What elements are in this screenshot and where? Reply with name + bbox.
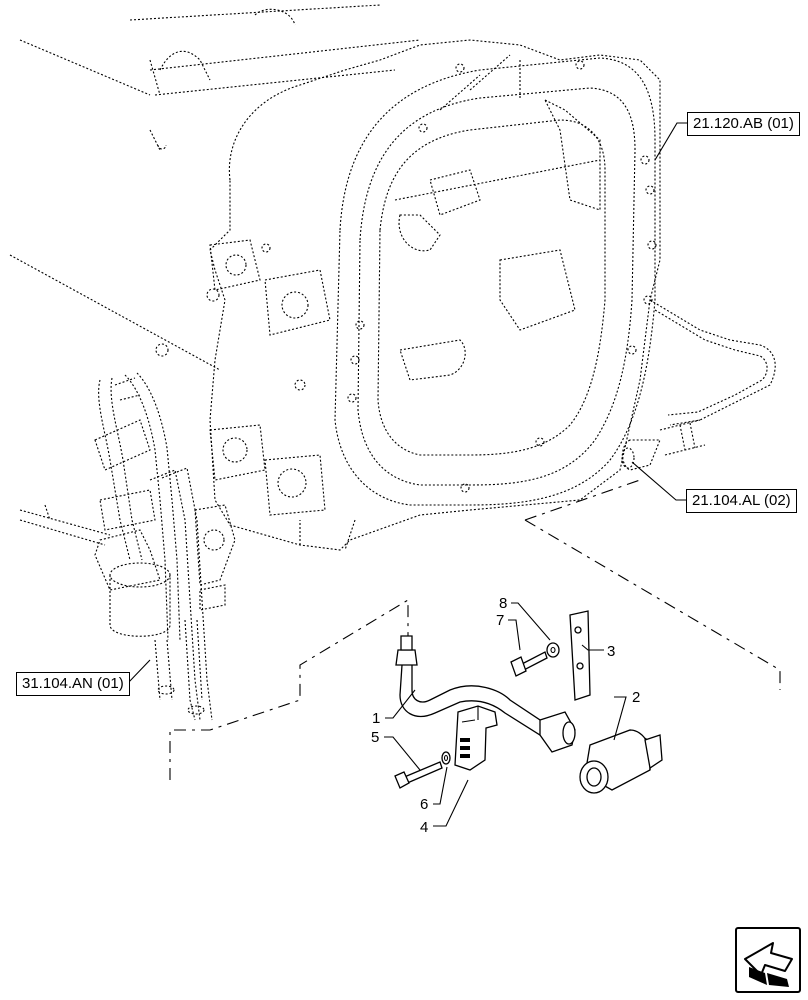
- part-3-plate[interactable]: [569, 610, 591, 701]
- callout-2: 2: [632, 689, 640, 706]
- reference-21-104-al[interactable]: 21.104.AL (02): [686, 489, 797, 513]
- callout-leaders: [118, 122, 687, 827]
- callout-6: 6: [420, 796, 428, 813]
- part-7-bolt[interactable]: [510, 651, 548, 677]
- callout-3: 3: [607, 643, 615, 660]
- filter-hose-assembly-outline: [19, 372, 236, 721]
- transmission-housing-outline: [9, 4, 776, 551]
- part-4-clamp[interactable]: [454, 705, 498, 771]
- callout-7: 7: [496, 612, 504, 629]
- callout-1: 1: [372, 710, 380, 727]
- part-1-pipe[interactable]: [395, 635, 576, 753]
- navigation-arrow-icon: [744, 942, 793, 987]
- callout-8: 8: [499, 595, 507, 612]
- assembly-guide-lines: [169, 479, 781, 780]
- callout-4: 4: [420, 819, 428, 836]
- part-5-bolt[interactable]: [394, 761, 443, 789]
- callout-labels: 1 2 3 4 5 6 7 8: [371, 595, 640, 836]
- flange-bolt-holes: [347, 60, 657, 493]
- part-2-fitting[interactable]: [579, 729, 663, 794]
- part-8-washer[interactable]: [546, 642, 560, 658]
- callout-5: 5: [371, 729, 379, 746]
- navigation-button[interactable]: [735, 927, 801, 993]
- reference-21-120-ab[interactable]: 21.120.AB (01): [687, 112, 800, 136]
- part-6-washer[interactable]: [441, 751, 451, 765]
- reference-31-104-an[interactable]: 31.104.AN (01): [16, 672, 130, 696]
